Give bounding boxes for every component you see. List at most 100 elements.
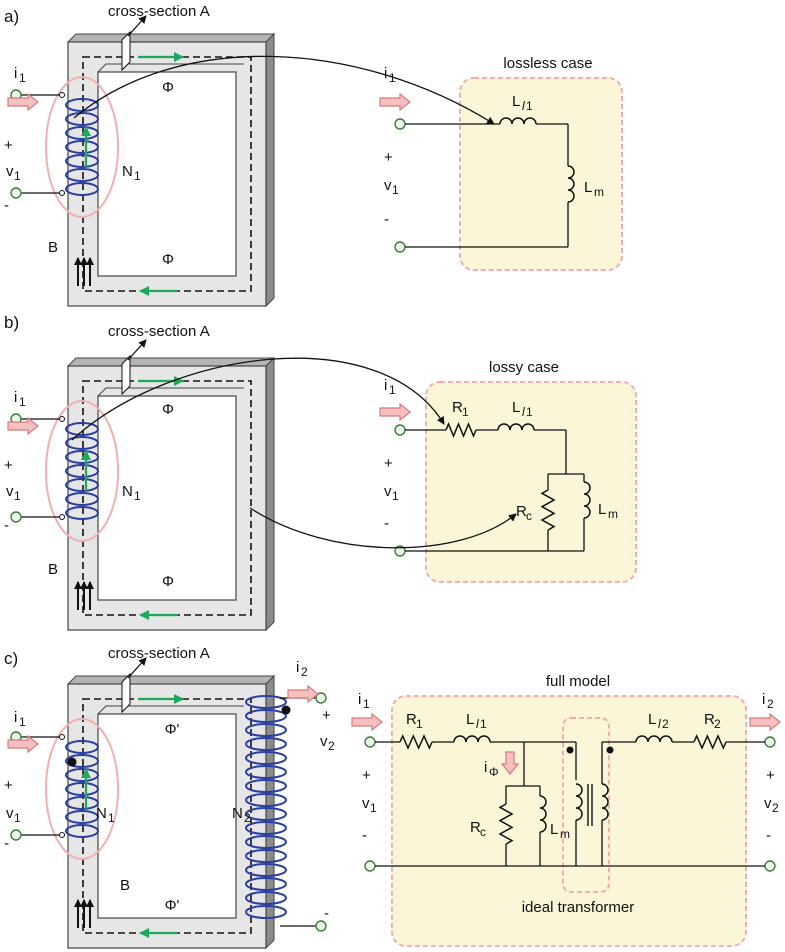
panel-c-secondary-terminal-bottom: [315, 920, 327, 932]
panel-a-magnetizing-coil: [567, 165, 575, 203]
panel-b-primary-turn-1: [65, 436, 99, 450]
panel-c-flux-bottom-label: Φ': [165, 897, 180, 914]
panel-c-ll2-label-symbol: L: [648, 711, 656, 728]
panel-b-core-resistor: [540, 489, 556, 531]
panel-a-cross-section-pointer: [127, 15, 147, 37]
panel-a-cross-section-slab: [121, 30, 131, 72]
panel-a-core-window-bevel: [97, 63, 244, 73]
panel-c-primary-turn-1: [65, 754, 99, 768]
panel-a-circuit-current-label-subscript: 1: [389, 71, 396, 85]
panel-a-circuit-box: [459, 77, 623, 271]
panel-a-core-window: [97, 71, 237, 277]
panel-c-circuit-current1-arrow: [351, 712, 383, 732]
panel-c-secondary-turn-1: [245, 709, 287, 723]
panel-c-flux-linkage-loop: [45, 718, 119, 860]
panel-b-cross-section-slab: [121, 354, 131, 396]
panel-b-primary-turn-3: [65, 464, 99, 478]
panel-a-circuit-current-arrow: [379, 92, 411, 112]
panel-a-circuit-voltage-subscript: 1: [392, 183, 399, 197]
panel-b-core-window: [97, 395, 237, 601]
panel-b-winding-label-subscript: 1: [134, 489, 141, 503]
panel-c-winding1-label-subscript: 1: [108, 811, 115, 825]
panel-c-winding2-label-symbol: N: [232, 805, 243, 822]
panel-c-cross-section-slab: [121, 672, 131, 714]
panel-b-series-resistor: [445, 422, 477, 438]
panel-a-flux-bottom-label: Φ: [162, 251, 174, 268]
panel-c-circuit-box: [391, 695, 747, 947]
panel-b-circuit-terminal-top: [394, 424, 406, 436]
panel-c-secondary-turn-0: [245, 695, 287, 709]
panel-c-rc: [498, 803, 514, 845]
panel-a-voltage-label-subscript: 1: [14, 169, 21, 183]
panel-b-magnetizing-coil: [583, 481, 591, 519]
panel-a-circuit-terminal-bottom: [394, 241, 406, 253]
panel-c-voltage1-label-subscript: 1: [14, 811, 21, 825]
panel-b-winding-label-symbol: N: [122, 483, 133, 500]
panel-b-primary-turn-4: [65, 478, 99, 492]
panel-c-secondary-turn-4: [245, 751, 287, 765]
panel-c-ll2-label-subscript-n: 2: [662, 717, 669, 731]
panel-a-primary-terminal-bottom: [10, 187, 22, 199]
panel-c-lm-label-subscript: m: [560, 827, 570, 841]
panel-c-circuit-plus2: +: [766, 767, 775, 784]
panel-c-r1: [399, 734, 433, 750]
panel-b-leakage-coil: [497, 423, 535, 431]
panel-a-magnetizing-label-subscript: m: [594, 185, 604, 199]
panel-c-primary-lead-dot-bottom: [59, 832, 65, 838]
panel-b-resistor-label-symbol: R: [452, 399, 463, 416]
panel-c-core-window: [97, 713, 237, 919]
panel-c-circuit-terminal-2-bottom: [764, 860, 776, 872]
panel-c-circuit-current2-arrow: [749, 712, 781, 732]
panel-b-tag: b): [4, 313, 19, 332]
panel-b-leakage-label-symbol: L: [512, 399, 520, 416]
panel-c-minus2-label: -: [324, 905, 329, 922]
panel-c-current1-label-subscript: 1: [19, 715, 26, 729]
panel-c-secondary-terminal-top: [315, 692, 327, 704]
panel-c-circuit-title: full model: [546, 673, 610, 690]
panel-c-secondary-turn-14: [245, 891, 287, 905]
panel-c-leakage-coil-2: [635, 735, 673, 743]
panel-c-circuit-voltage1-symbol: v: [362, 795, 370, 812]
panel-c-ideal-secondary-dot: [606, 746, 614, 754]
panel-b-plus-label: +: [4, 457, 13, 474]
panel-c-circuit-voltage1-subscript: 1: [370, 801, 377, 815]
panel-b-primary-turn-0: [65, 422, 99, 436]
panel-c-ll1-label-subscript-l: l: [476, 717, 479, 731]
panel-c-primary-turn-0: [65, 740, 99, 754]
panel-c-ideal-primary-dot: [566, 746, 574, 754]
panel-b-flux-top-label: Φ: [162, 401, 174, 418]
panel-b-circuit-minus: -: [384, 515, 389, 532]
panel-c-circuit-minus2: -: [766, 827, 771, 844]
panel-a-circuit-voltage-symbol: v: [384, 177, 392, 194]
panel-a-circuit-plus: +: [384, 149, 393, 166]
panel-b-current-label-symbol: i: [14, 389, 17, 406]
panel-b-flux-bottom-label: Φ: [162, 573, 174, 590]
panel-c-ideal-transformer-box: [562, 717, 610, 893]
panel-c-circuit-plus1: +: [362, 767, 371, 784]
panel-c-circuit-terminal-1-top: [364, 736, 376, 748]
panel-c-primary-turn-5: [65, 810, 99, 824]
panel-c-lm-coil: [539, 795, 547, 833]
panel-c-secondary-turn-9: [245, 821, 287, 835]
panel-c-lm-label-symbol: L: [550, 821, 558, 838]
panel-a-winding-label-symbol: N: [122, 163, 133, 180]
panel-c-r1-label-symbol: R: [406, 711, 417, 728]
panel-b-circuit-voltage-symbol: v: [384, 483, 392, 500]
panel-c-primary-turn-3: [65, 782, 99, 796]
panel-a-core-top: [66, 33, 276, 43]
panel-c-rc-label-symbol: R: [470, 819, 481, 836]
panel-a-leakage-label-subscript-l: l: [522, 99, 525, 113]
panel-a-leakage-coil: [499, 117, 537, 125]
panel-b-flux-linkage-loop: [45, 400, 119, 542]
panel-c-primary-lead-dot-top: [59, 734, 65, 740]
panel-c-rc-label-subscript: c: [480, 825, 486, 839]
panel-b-circuit-voltage-subscript: 1: [392, 489, 399, 503]
panel-a-voltage-label-symbol: v: [6, 163, 14, 180]
panel-c-circuit-voltage2-symbol: v: [764, 795, 772, 812]
panel-b-minus-label: -: [4, 517, 9, 534]
panel-b-circuit-plus: +: [384, 455, 393, 472]
panel-c-primary-turn-4: [65, 796, 99, 810]
panel-c-current2-label-subscript: 2: [301, 665, 308, 679]
panel-c-secondary-turn-11: [245, 849, 287, 863]
panel-c-secondary-turn-3: [245, 737, 287, 751]
